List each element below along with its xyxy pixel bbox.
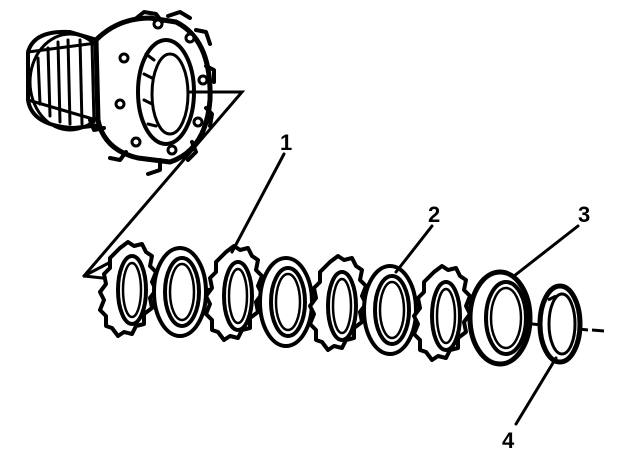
pressure-plate — [467, 269, 533, 367]
clutch-housing-assembly — [26, 10, 216, 176]
callout-leaders — [230, 152, 580, 426]
leader-1 — [230, 152, 286, 254]
friction-plate-1 — [98, 240, 158, 338]
steel-plate-2 — [258, 256, 314, 348]
leader-2 — [394, 224, 434, 274]
leader-3 — [512, 224, 580, 278]
snap-ring — [537, 283, 583, 365]
friction-plate-4 — [412, 264, 472, 362]
callout-4: 4 — [502, 428, 515, 453]
friction-plate-3 — [308, 254, 368, 352]
callout-2: 2 — [428, 202, 440, 227]
callout-3: 3 — [578, 202, 590, 227]
steel-plate-3 — [362, 264, 418, 356]
steel-plate-1 — [152, 246, 208, 338]
friction-plate-2 — [204, 244, 264, 342]
callout-1: 1 — [280, 130, 292, 155]
leader-4 — [514, 356, 558, 426]
leader-line-upper — [82, 90, 246, 278]
